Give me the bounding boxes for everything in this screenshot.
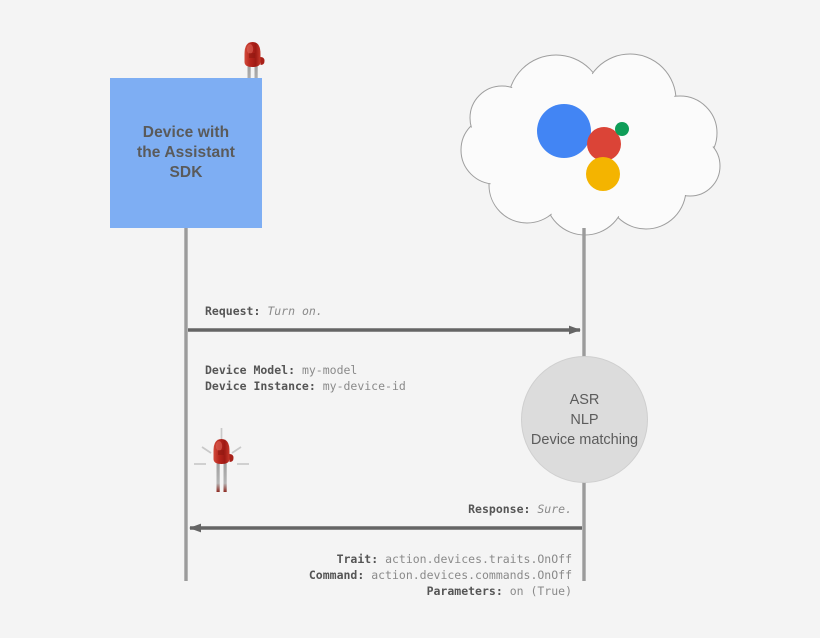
command-key: Command: xyxy=(308,568,365,582)
trait-key: Trait: xyxy=(336,552,379,566)
parameters-key: Parameters: xyxy=(426,584,503,598)
processing-node-label: ASR NLP Device matching xyxy=(530,391,639,448)
red-dot xyxy=(587,127,621,161)
command-value: action.devices.commands.OnOff xyxy=(371,568,572,582)
processing-node: ASR NLP Device matching xyxy=(521,356,648,483)
request-message-label: Request: Turn on. xyxy=(205,303,323,319)
device-model-key: Device Model: xyxy=(205,363,296,377)
device-instance-key: Device Instance: xyxy=(205,379,316,393)
device-node: Device with the Assistant SDK xyxy=(110,78,262,228)
parameters-value: on (True) xyxy=(509,584,572,598)
yellow-dot xyxy=(586,157,620,191)
device-model-value: my-model xyxy=(301,363,358,377)
device-metadata-label: Device Model: my-model Device Instance: … xyxy=(205,362,406,394)
response-message-key: Response: xyxy=(468,502,531,516)
led-lit-glow-icon xyxy=(194,428,249,492)
request-message-key: Request: xyxy=(205,304,261,318)
google-assistant-cloud xyxy=(460,53,721,236)
response-message-label: Response: Sure. xyxy=(362,501,572,517)
response-message-value: Sure. xyxy=(537,502,572,516)
trait-command-payload-label: Trait: action.devices.traits.OnOff Comma… xyxy=(262,551,572,599)
request-message-value: Turn on. xyxy=(267,304,323,318)
device-instance-value: my-device-id xyxy=(322,379,406,393)
trait-value: action.devices.traits.OnOff xyxy=(385,552,572,566)
device-node-label: Device with the Assistant SDK xyxy=(136,124,236,181)
blue-dot xyxy=(537,104,591,158)
green-dot xyxy=(615,122,629,136)
led-off-icon xyxy=(244,42,265,95)
